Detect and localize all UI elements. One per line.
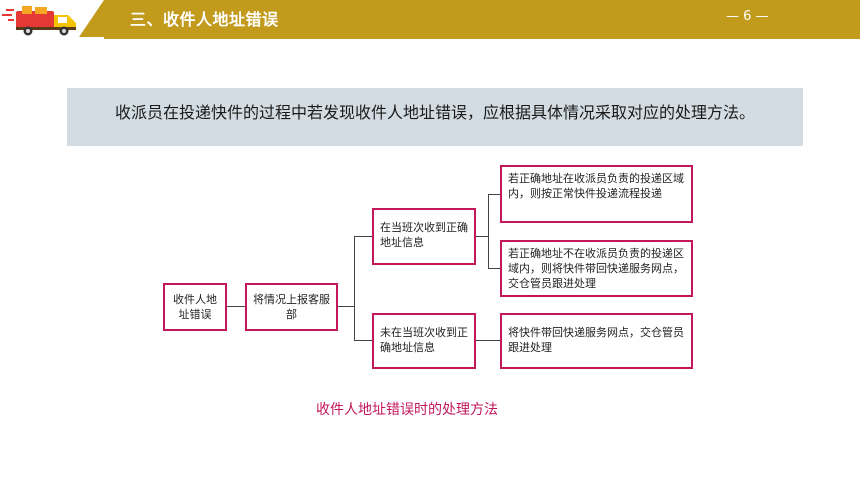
connector xyxy=(354,236,355,341)
header-underline xyxy=(104,37,860,39)
connector xyxy=(354,236,372,237)
connector xyxy=(488,194,500,195)
report-box: 将情况上报客服部 xyxy=(245,283,338,331)
result-out-area-box: 若正确地址不在收派员负责的投递区域内，则将快件带回快递服务网点，交仓管员跟进处理 xyxy=(500,240,693,297)
page-number: — 6 — xyxy=(726,9,769,24)
result-in-area-box: 若正确地址在收派员负责的投递区域内，则按正常快件投递流程投递 xyxy=(500,165,693,223)
result-not-received-box: 将快件带回快递服务网点，交仓管员跟进处理 xyxy=(500,313,693,369)
root-label: 收件人地址错误 xyxy=(173,293,217,321)
result-not-received-label: 将快件带回快递服务网点，交仓管员跟进处理 xyxy=(508,326,684,354)
branch-received-box: 在当班次收到正确地址信息 xyxy=(372,208,476,265)
connector xyxy=(354,340,372,341)
branch-not-received-box: 未在当班次收到正确地址信息 xyxy=(372,313,476,369)
report-label: 将情况上报客服部 xyxy=(253,293,330,321)
result-in-area-label: 若正确地址在收派员负责的投递区域内，则按正常快件投递流程投递 xyxy=(508,172,684,200)
connector xyxy=(338,306,354,307)
page-title: 三、收件人地址错误 xyxy=(130,10,279,29)
connector xyxy=(488,268,500,269)
figure-caption: 收件人地址错误时的处理方法 xyxy=(316,402,498,418)
logo-area xyxy=(0,0,104,37)
intro-banner: 收派员在投递快件的过程中若发现收件人地址错误，应根据具体情况采取对应的处理方法。 xyxy=(67,88,803,146)
connector xyxy=(488,194,489,269)
delivery-truck-icon xyxy=(2,6,76,36)
intro-text: 收派员在投递快件的过程中若发现收件人地址错误，应根据具体情况采取对应的处理方法。 xyxy=(114,103,755,122)
root-box: 收件人地址错误 xyxy=(163,283,227,331)
connector xyxy=(476,236,488,237)
result-out-area-label: 若正确地址不在收派员负责的投递区域内，则将快件带回快递服务网点，交仓管员跟进处理 xyxy=(508,247,684,290)
branch-received-label: 在当班次收到正确地址信息 xyxy=(380,221,468,249)
connector xyxy=(227,306,245,307)
header-bar: 三、收件人地址错误 — 6 — xyxy=(0,0,860,37)
connector xyxy=(476,340,500,341)
branch-not-received-label: 未在当班次收到正确地址信息 xyxy=(380,326,468,354)
